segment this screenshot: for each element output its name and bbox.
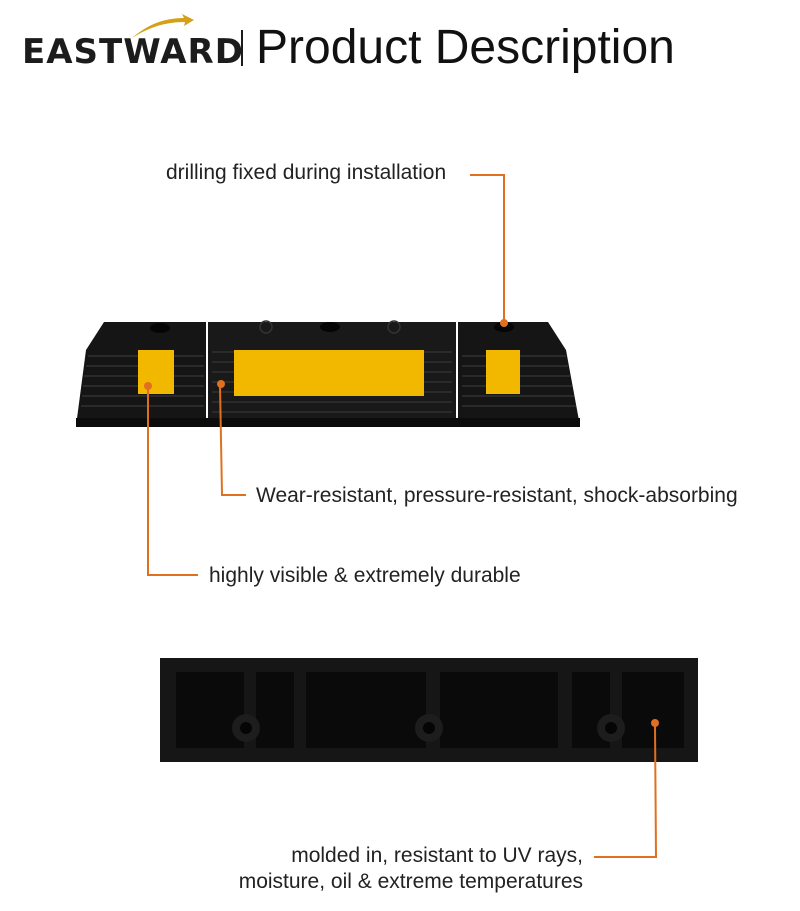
reflector-left [138,350,174,394]
wheel-stop-top-view [76,320,580,427]
callout-dots [144,319,659,727]
reflector-right [486,350,520,394]
callout-wear-resistant: Wear-resistant, pressure-resistant, shoc… [256,484,738,507]
reflector-center [234,350,424,396]
callout-drilling: drilling fixed during installation [166,161,447,184]
brand-logo: EASTWARD [22,32,244,72]
page-title: Product Description [256,21,675,74]
callout-molded-line2: moisture, oil & extreme temperatures [238,870,583,893]
eastward-swoosh-icon [132,14,194,38]
callout-molded-line1: molded in, resistant to UV rays, [291,844,583,867]
wheel-stop-bottom-view [160,658,698,762]
callout-lines [147,174,658,858]
header-divider [241,30,243,66]
callout-highly-visible: highly visible & extremely durable [209,564,521,587]
callout-molded: molded in, resistant to UV rays, moistur… [239,843,583,895]
